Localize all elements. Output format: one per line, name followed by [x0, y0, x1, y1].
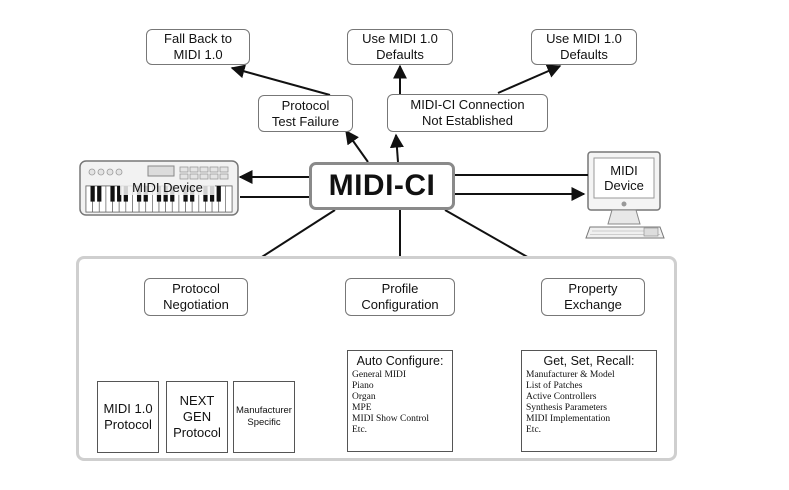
midi-ci-label: MIDI-CI [328, 169, 436, 202]
defaults-right-line-2: Defaults [560, 47, 608, 62]
auto-configure-item: MPE [352, 403, 372, 413]
profile-line-2: Configuration [361, 297, 439, 312]
get-set-recall-item: Manufacturer & Model [526, 370, 615, 380]
defaults-center-line-1: Use MIDI 1.0 [362, 31, 438, 46]
fallback-line-1: Fall Back to [164, 31, 232, 46]
get-set-recall-header: Get, Set, Recall: [543, 354, 635, 368]
manufacturer-line-1: Manufacturer [236, 405, 292, 416]
property-exchange-box: Property Exchange [541, 278, 645, 316]
negotiation-line-2: Negotiation [163, 297, 229, 312]
auto-configure-item: Etc. [352, 425, 368, 435]
get-set-recall-item: MIDI Implementation [526, 414, 611, 424]
fallback-line-2: MIDI 1.0 [173, 47, 223, 62]
profile-line-1: Profile [381, 281, 419, 296]
next-gen-line-1: NEXT [179, 393, 215, 408]
get-set-recall-item: Synthesis Parameters [526, 403, 608, 413]
use-midi1-defaults-right-box: Use MIDI 1.0 Defaults [531, 29, 637, 65]
midi1-protocol-line-2: Protocol [104, 417, 152, 432]
profile-configuration-box: Profile Configuration [345, 278, 455, 316]
auto-configure-item: Piano [352, 381, 374, 391]
auto-configure-item: Organ [352, 392, 376, 402]
black-key [97, 186, 102, 202]
connection-line-1: MIDI-CI Connection [410, 97, 525, 112]
left-device-label-text: MIDI Device [132, 180, 203, 195]
black-key [216, 186, 221, 202]
protocol-failure-line-2: Test Failure [271, 113, 340, 129]
black-key [110, 186, 115, 202]
get-set-recall-item: List of Patches [526, 381, 583, 391]
auto-configure-header: Auto Configure: [356, 354, 444, 368]
get-set-recall-item: Active Controllers [526, 392, 597, 402]
next-gen-line-3: Protocol [173, 425, 221, 440]
property-line-2: Exchange [564, 297, 622, 312]
next-gen-protocol-box: NEXT GEN Protocol [166, 381, 228, 453]
negotiation-line-1: Protocol [172, 281, 220, 296]
get-set-recall-item: Etc. [526, 425, 542, 435]
auto-configure-item: MIDI Show Control [352, 414, 430, 424]
white-key [225, 185, 233, 213]
midi-ci-connection-not-established-box: MIDI-CI Connection Not Established [387, 94, 548, 132]
right-device-line-1: MIDI [610, 163, 638, 178]
next-gen-line-2: GEN [182, 409, 212, 424]
defaults-right-line-1: Use MIDI 1.0 [546, 31, 622, 46]
manufacturer-specific-box: Manufacturer Specific [233, 381, 295, 453]
defaults-center-line-2: Defaults [376, 47, 424, 62]
fallback-midi1-box: Fall Back to MIDI 1.0 [146, 29, 250, 65]
connection-line-2: Not Established [421, 113, 514, 128]
black-key [90, 186, 95, 202]
black-key [117, 186, 122, 202]
right-device-line-2: Device [604, 178, 644, 193]
midi1-protocol-box: MIDI 1.0 Protocol [97, 381, 159, 453]
auto-configure-list: Auto Configure: General MIDI Piano Organ… [347, 350, 453, 452]
manufacturer-line-2: Specific [247, 417, 281, 428]
protocol-failure-line-1: Protocol [281, 97, 330, 113]
auto-configure-item: General MIDI [352, 370, 407, 380]
property-line-1: Property [568, 281, 618, 296]
computer-icon [585, 151, 665, 239]
right-device-label: MIDI Device [594, 163, 654, 193]
midi-ci-node: MIDI-CI [309, 162, 455, 210]
protocol-negotiation-box: Protocol Negotiation [144, 278, 248, 316]
midi1-protocol-line-1: MIDI 1.0 [103, 401, 153, 416]
protocol-test-failure-box: Protocol Test Failure [258, 95, 353, 132]
left-device-label: MIDI Device [120, 180, 215, 195]
get-set-recall-list: Get, Set, Recall: Manufacturer & Model L… [521, 350, 657, 452]
use-midi1-defaults-center-box: Use MIDI 1.0 Defaults [347, 29, 453, 65]
